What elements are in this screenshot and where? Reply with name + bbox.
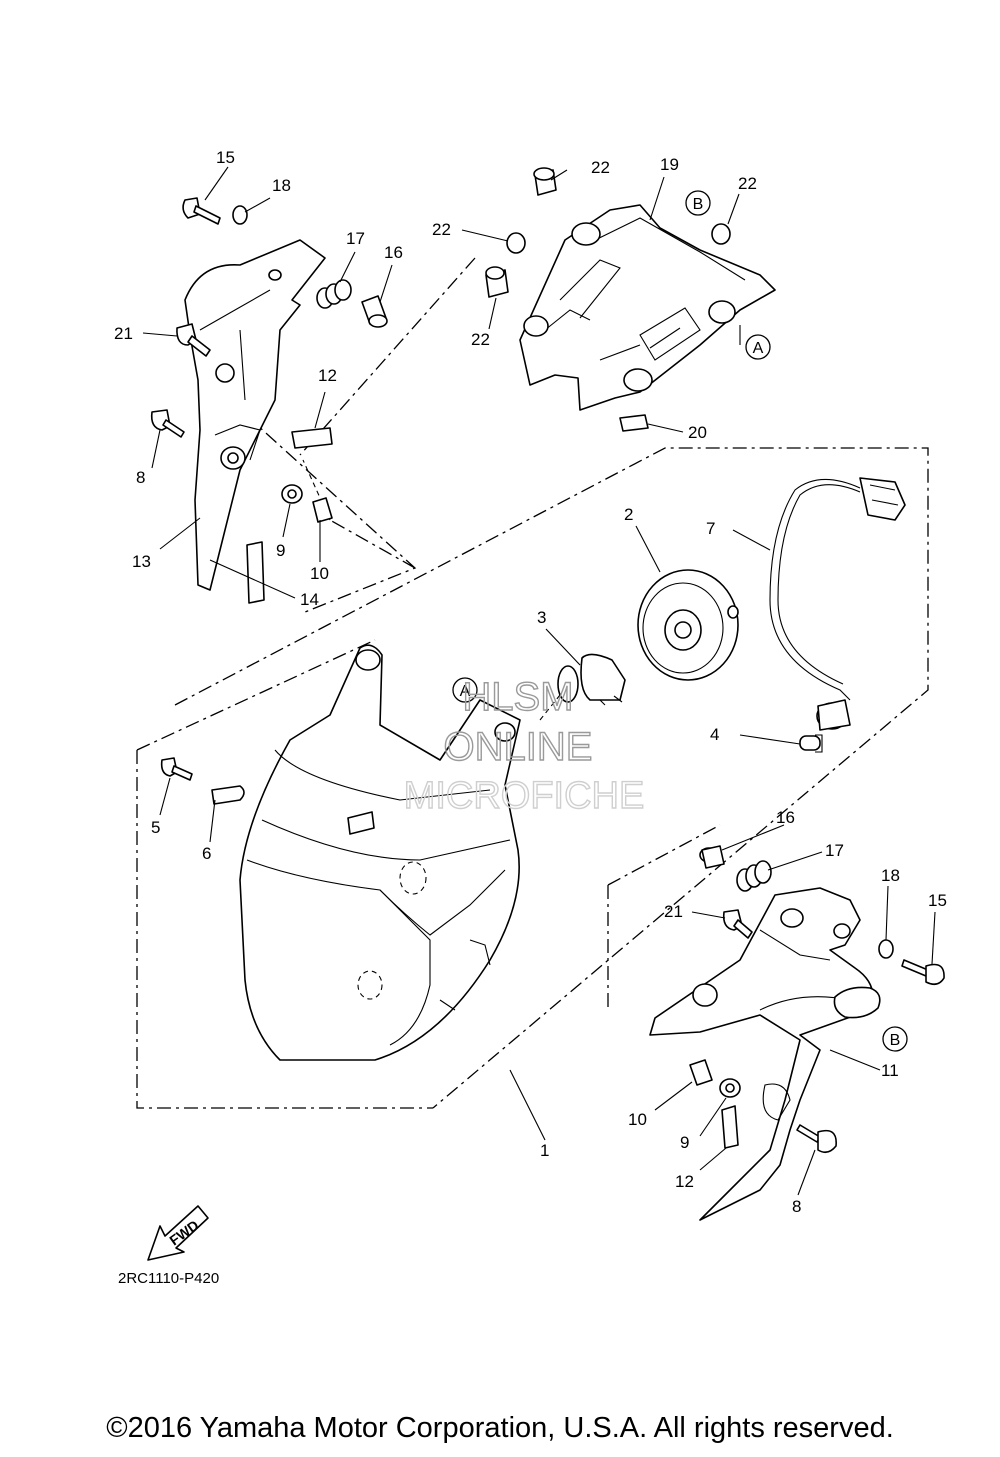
washer-18-right	[878, 939, 894, 959]
callout-7: 7	[706, 519, 715, 538]
nut-10-right	[689, 1059, 713, 1086]
callout-22-top: 22	[591, 158, 610, 177]
diagram-code: 2RC1110-P420	[118, 1270, 219, 1287]
clip-6	[211, 785, 245, 805]
ref-marker-b-right: B	[882, 1026, 908, 1052]
svg-text:B: B	[693, 196, 704, 213]
fwd-arrow: FWD	[147, 1205, 209, 1261]
callout-16-left: 16	[384, 243, 403, 262]
callout-17-left: 17	[346, 229, 365, 248]
callout-5: 5	[151, 818, 160, 837]
washer-18-left	[232, 205, 248, 225]
svg-text:A: A	[460, 683, 471, 700]
callout-12-left: 12	[318, 366, 337, 385]
leader-lines	[142, 166, 936, 1196]
callout-13: 13	[132, 552, 151, 571]
bolt-8-right	[796, 1124, 837, 1154]
pad-14-left	[246, 541, 265, 604]
svg-text:B: B	[890, 1032, 901, 1049]
grommet-9-right	[719, 1078, 741, 1098]
upper-bracket-19	[519, 204, 776, 411]
grommet-17-left	[316, 279, 352, 309]
callout-12-right: 12	[675, 1172, 694, 1191]
pad-12-right	[721, 1105, 739, 1149]
bulb-3	[557, 653, 626, 706]
right-bracket-11	[649, 887, 881, 1221]
left-bracket-assembly	[184, 239, 326, 591]
assembly-boundary-left-bracket	[245, 257, 476, 613]
grommet-22-low	[485, 266, 509, 298]
grommet-22-top	[533, 167, 557, 196]
svg-text:A: A	[753, 340, 764, 357]
callout-10-left: 10	[310, 564, 329, 583]
headlight-unit-1	[239, 644, 521, 1061]
wire-harness-7	[769, 477, 906, 731]
bolt-15-right	[901, 959, 945, 986]
callout-15-right: 15	[928, 891, 947, 910]
callout-18-left: 18	[272, 176, 291, 195]
callout-9-left: 9	[276, 541, 285, 560]
callout-22-low: 22	[471, 330, 490, 349]
callout-labels: 15 18 17 16 21 12 8 9 10 13 14 22 19 22 …	[114, 148, 947, 1216]
callout-9-right: 9	[680, 1133, 689, 1152]
watermark: HLSM ONLINE MICROFICHE	[403, 674, 645, 817]
callout-3: 3	[537, 608, 546, 627]
callout-1: 1	[540, 1141, 549, 1160]
bolt-21-right	[722, 909, 753, 939]
grommet-9-left	[281, 484, 303, 504]
callout-15-left: 15	[216, 148, 235, 167]
callout-21-left: 21	[114, 324, 133, 343]
assembly-boundary-upper	[174, 447, 929, 1109]
ref-marker-a-mid: A	[452, 677, 478, 703]
watermark-line-2: ONLINE	[444, 725, 593, 769]
callout-10-right: 10	[628, 1110, 647, 1129]
callout-18-right: 18	[881, 866, 900, 885]
callout-16-right: 16	[776, 808, 795, 827]
callout-11: 11	[881, 1061, 899, 1080]
callout-21-right: 21	[664, 902, 683, 921]
bolt-5	[160, 757, 193, 781]
callout-8-left: 8	[136, 468, 145, 487]
bulb-4	[799, 734, 823, 753]
grommet-17-right	[736, 860, 772, 892]
bolt-15-left	[182, 197, 221, 225]
callout-17-right: 17	[825, 841, 844, 860]
pad-20	[619, 414, 649, 432]
nut-10-left	[312, 497, 333, 523]
socket-cover-2	[637, 569, 739, 681]
grommet-22-right	[711, 223, 731, 245]
ref-marker-a-top: A	[745, 334, 771, 360]
callout-2: 2	[624, 505, 633, 524]
bolt-21-left	[176, 323, 211, 357]
copyright-notice: ©2016 Yamaha Motor Corporation, U.S.A. A…	[106, 1412, 894, 1444]
bolt-8-left	[150, 409, 185, 438]
callout-20: 20	[688, 423, 707, 442]
callout-14: 14	[300, 590, 319, 609]
collar-16-left	[361, 295, 388, 328]
watermark-line-1: HLSM	[462, 675, 573, 719]
assembly-boundary-right-bracket	[607, 824, 721, 1010]
callout-8-right: 8	[792, 1197, 801, 1216]
watermark-line-3: MICROFICHE	[404, 775, 645, 817]
collar-16-right	[699, 845, 725, 869]
grommet-22-mid	[506, 232, 526, 254]
pad-12-left	[291, 427, 333, 449]
callout-4: 4	[710, 725, 719, 744]
callout-22-mid: 22	[432, 220, 451, 239]
callout-22-right: 22	[738, 174, 757, 193]
callout-6: 6	[202, 844, 211, 863]
assembly-boundary-lower	[136, 639, 433, 1109]
ref-marker-b-top: B	[685, 190, 711, 216]
callout-19: 19	[660, 155, 679, 174]
